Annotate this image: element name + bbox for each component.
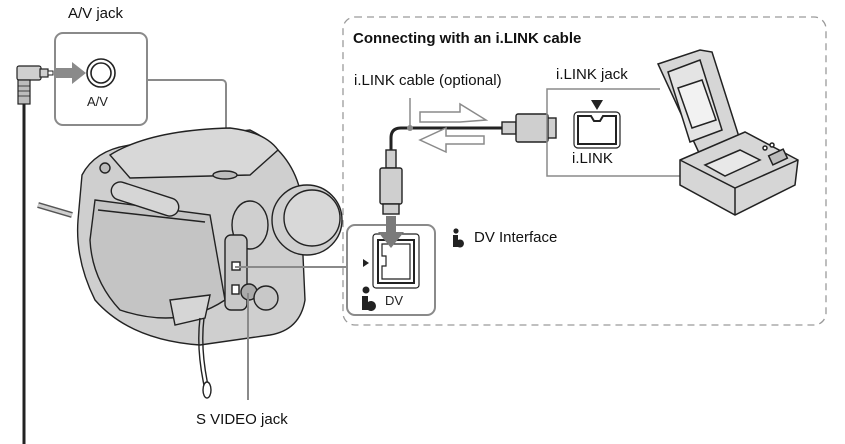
ilink-section-box: [342, 16, 827, 326]
av-port-label: A/V: [87, 94, 108, 109]
bidirectional-arrows-icon: [418, 102, 489, 154]
ilink-section-title: Connecting with an i.LINK cable: [353, 30, 582, 47]
dv-interface-label: DV Interface: [474, 229, 558, 246]
s-video-jack-label: S VIDEO jack: [196, 411, 288, 428]
dv-alignment-marker: [363, 259, 369, 267]
dv-ilink-logo-icon: [362, 286, 376, 311]
dv-port-label: DV: [385, 293, 404, 308]
ilink-cable: [389, 126, 502, 150]
ilink-logo-icon: [453, 228, 464, 248]
ilink-jack-label: i.LINK jack: [556, 66, 628, 83]
dv-port-icon: [372, 233, 420, 289]
av-insert-arrow: [54, 62, 86, 84]
av-leader-line: [147, 79, 227, 260]
ilink-cable-leader-dot: [407, 125, 413, 131]
vcr-illustration: [656, 49, 799, 216]
av-jack-icon: [86, 58, 116, 88]
ilink-cable-plug: [501, 113, 557, 143]
camcorder-illustration: [37, 127, 343, 399]
dv-insert-arrow: [378, 216, 404, 248]
dv-cable-plug: [379, 149, 403, 215]
av-jack-label: A/V jack: [68, 5, 124, 22]
ilink-jack-callout: [546, 88, 680, 177]
ilink-cable-label: i.LINK cable (optional): [354, 72, 502, 89]
ilink-port-label: i.LINK: [572, 150, 613, 167]
ilink-alignment-marker: [591, 100, 603, 110]
av-plug-icon: [16, 65, 54, 105]
ilink-port-icon: [573, 111, 621, 149]
